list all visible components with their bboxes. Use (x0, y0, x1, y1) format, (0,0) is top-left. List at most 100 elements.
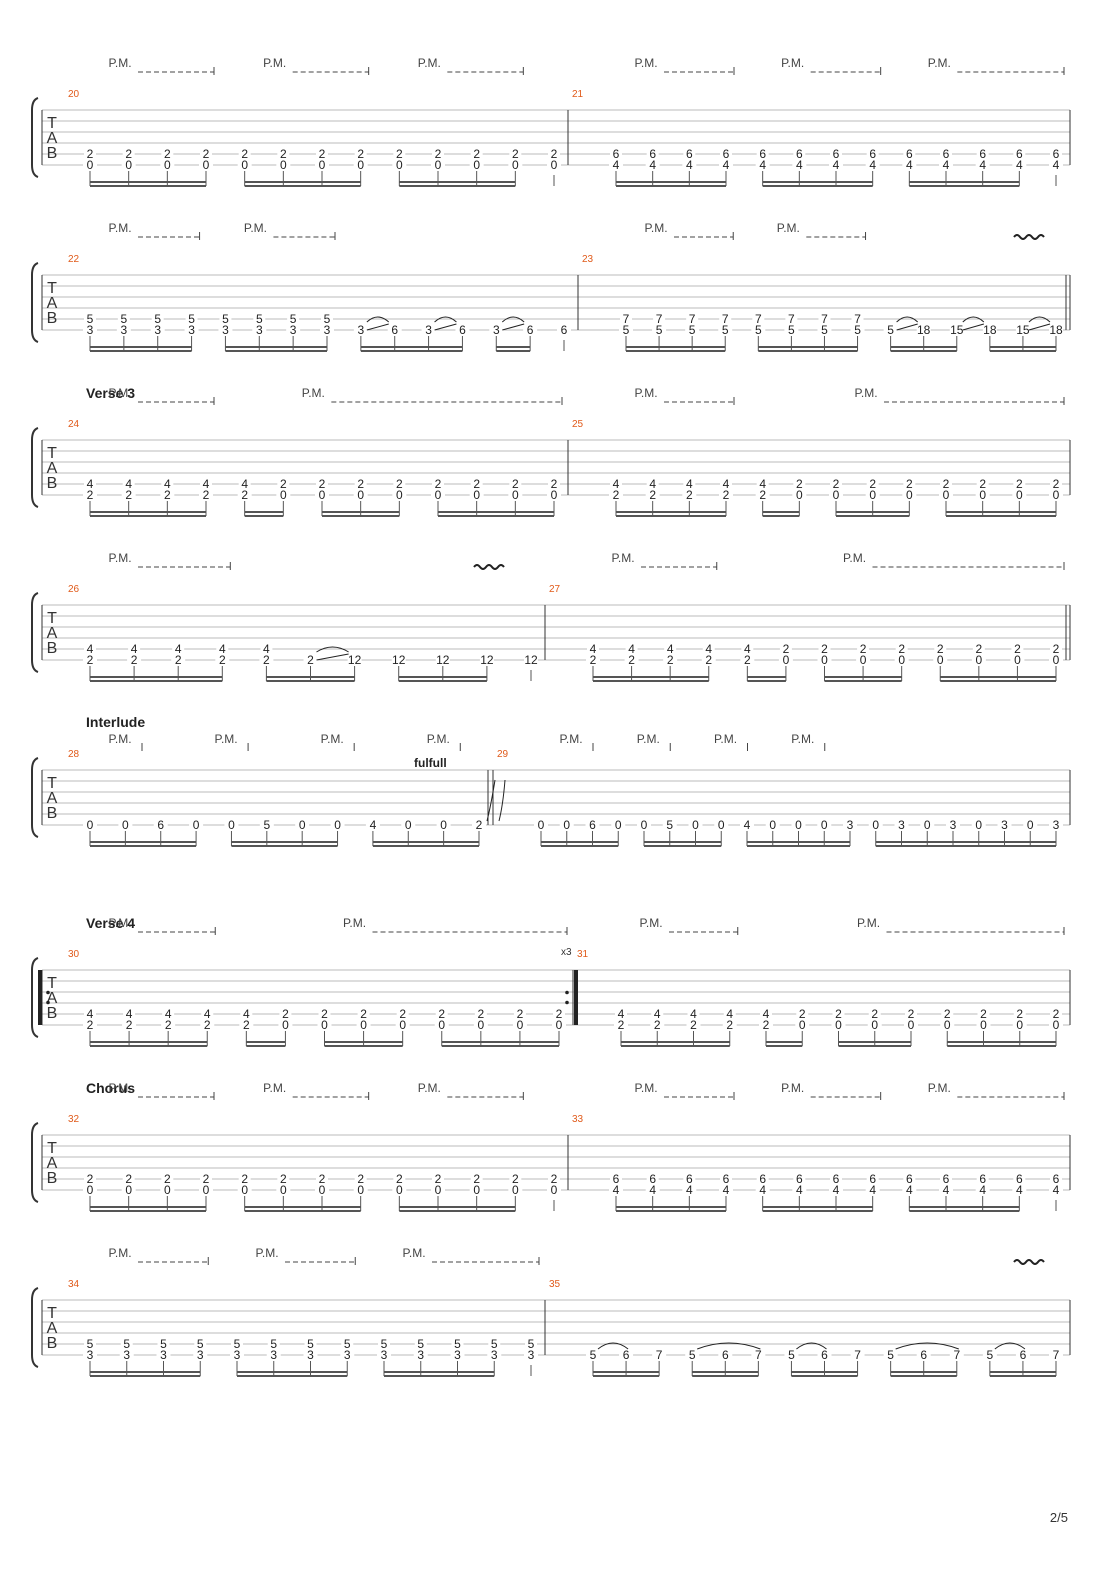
fret-number: 7 (623, 312, 630, 326)
measure-number: 23 (582, 254, 594, 265)
fret-number: 5 (491, 1337, 498, 1351)
fret-number: 0 (821, 653, 828, 667)
fret-number: 5 (788, 1348, 795, 1362)
fret-bg (479, 653, 494, 665)
fret-bg (868, 1007, 881, 1019)
tab-label-t: T (47, 445, 57, 462)
fret-number: 3 (493, 323, 500, 337)
fret-number: 2 (551, 1172, 558, 1186)
fret-bg (720, 1172, 732, 1184)
fret-number: 0 (692, 818, 699, 832)
fret-bg (916, 1348, 931, 1360)
fret-bg (795, 1018, 810, 1030)
section-label: Chorus (86, 1080, 135, 1096)
fret-bg (160, 488, 175, 500)
fret-bg (524, 1348, 538, 1360)
fret-bg (868, 818, 883, 830)
fret-bg (276, 488, 291, 500)
fret-number: 0 (556, 1018, 563, 1032)
fret-number: 2 (164, 488, 171, 502)
fret-bg (751, 323, 766, 335)
fret-number: 2 (282, 1007, 289, 1021)
fret-bg (586, 653, 600, 665)
fret-number: 0 (1016, 1018, 1023, 1032)
tab-label-b: B (47, 145, 58, 162)
fret-number: 2 (204, 1018, 211, 1032)
fret-number: 0 (769, 818, 776, 832)
fret-bg (586, 1348, 600, 1360)
fret-bg (720, 477, 732, 489)
fret-bg (413, 1348, 428, 1360)
fret-number: 4 (744, 818, 751, 832)
measure-number: 21 (572, 89, 584, 100)
fret-number: 0 (906, 488, 913, 502)
fret-number: 0 (821, 818, 828, 832)
fret-number: 2 (783, 642, 790, 656)
fret-number: 2 (613, 488, 620, 502)
fret-bg (347, 653, 362, 665)
fret-number: 5 (689, 1348, 696, 1362)
fret-number: 5 (528, 1337, 535, 1351)
fret-bg (650, 1018, 665, 1030)
fret-number: 0 (319, 158, 326, 172)
fret-bg (850, 1348, 865, 1360)
fret-number: 2 (321, 1007, 328, 1021)
fret-bg (818, 642, 831, 654)
fret-bg (303, 653, 318, 665)
fret-number: 4 (241, 477, 248, 491)
fret-number: 6 (759, 147, 766, 161)
fret-number: 7 (1053, 1348, 1060, 1362)
fret-number: 5 (160, 1337, 167, 1351)
fret-number: 0 (396, 488, 403, 502)
fret-bg (619, 323, 633, 335)
fret-bg (341, 1337, 354, 1349)
fret-number: 7 (689, 312, 696, 326)
fret-bg (200, 1172, 212, 1184)
fret-number: 5 (887, 1348, 894, 1362)
fret-number: 6 (833, 1172, 840, 1186)
fret-bg (524, 653, 538, 665)
fret-number: 2 (319, 1172, 326, 1186)
fret-bg (865, 488, 880, 500)
measure-number: 31 (577, 949, 589, 960)
fret-bg (320, 323, 334, 335)
fret-bg (534, 818, 548, 830)
fret-bg (316, 477, 328, 489)
fret-number: 3 (123, 1348, 130, 1362)
fret-number: 18 (983, 323, 997, 337)
fret-number: 2 (477, 1007, 484, 1021)
fret-bg (150, 323, 165, 335)
fret-number: 4 (263, 642, 270, 656)
palm-mute-label: P.M. (843, 551, 866, 565)
fret-bg (609, 488, 623, 500)
slur (994, 1342, 1026, 1350)
fret-bg (949, 1348, 964, 1360)
fret-bg (238, 477, 251, 489)
bend-arrow (498, 779, 506, 822)
fret-number: 6 (1016, 147, 1023, 161)
fret-bg (664, 642, 677, 654)
fret-bg (646, 1172, 659, 1184)
fret-bg (508, 158, 523, 170)
tab-label-b: B (47, 1005, 58, 1022)
fret-number: 5 (87, 1337, 94, 1351)
fret-number: 7 (755, 1348, 762, 1362)
fret-number: 4 (686, 1183, 693, 1197)
fret-number: 0 (405, 818, 412, 832)
fret-number: 15 (1016, 323, 1030, 337)
fret-bg (83, 1183, 97, 1195)
fret-bg (277, 147, 290, 159)
fret-number: 6 (527, 323, 534, 337)
fret-bg (194, 1337, 207, 1349)
fret-number: 5 (123, 1337, 130, 1351)
staff-bracket (31, 427, 39, 508)
fret-bg (903, 477, 916, 489)
fret-bg (278, 1018, 293, 1030)
fret-bg (933, 653, 948, 665)
fret-bg (277, 477, 290, 489)
fret-number: 12 (392, 653, 406, 667)
fret-number: 7 (854, 1348, 861, 1362)
fret-number: 6 (723, 1172, 730, 1186)
